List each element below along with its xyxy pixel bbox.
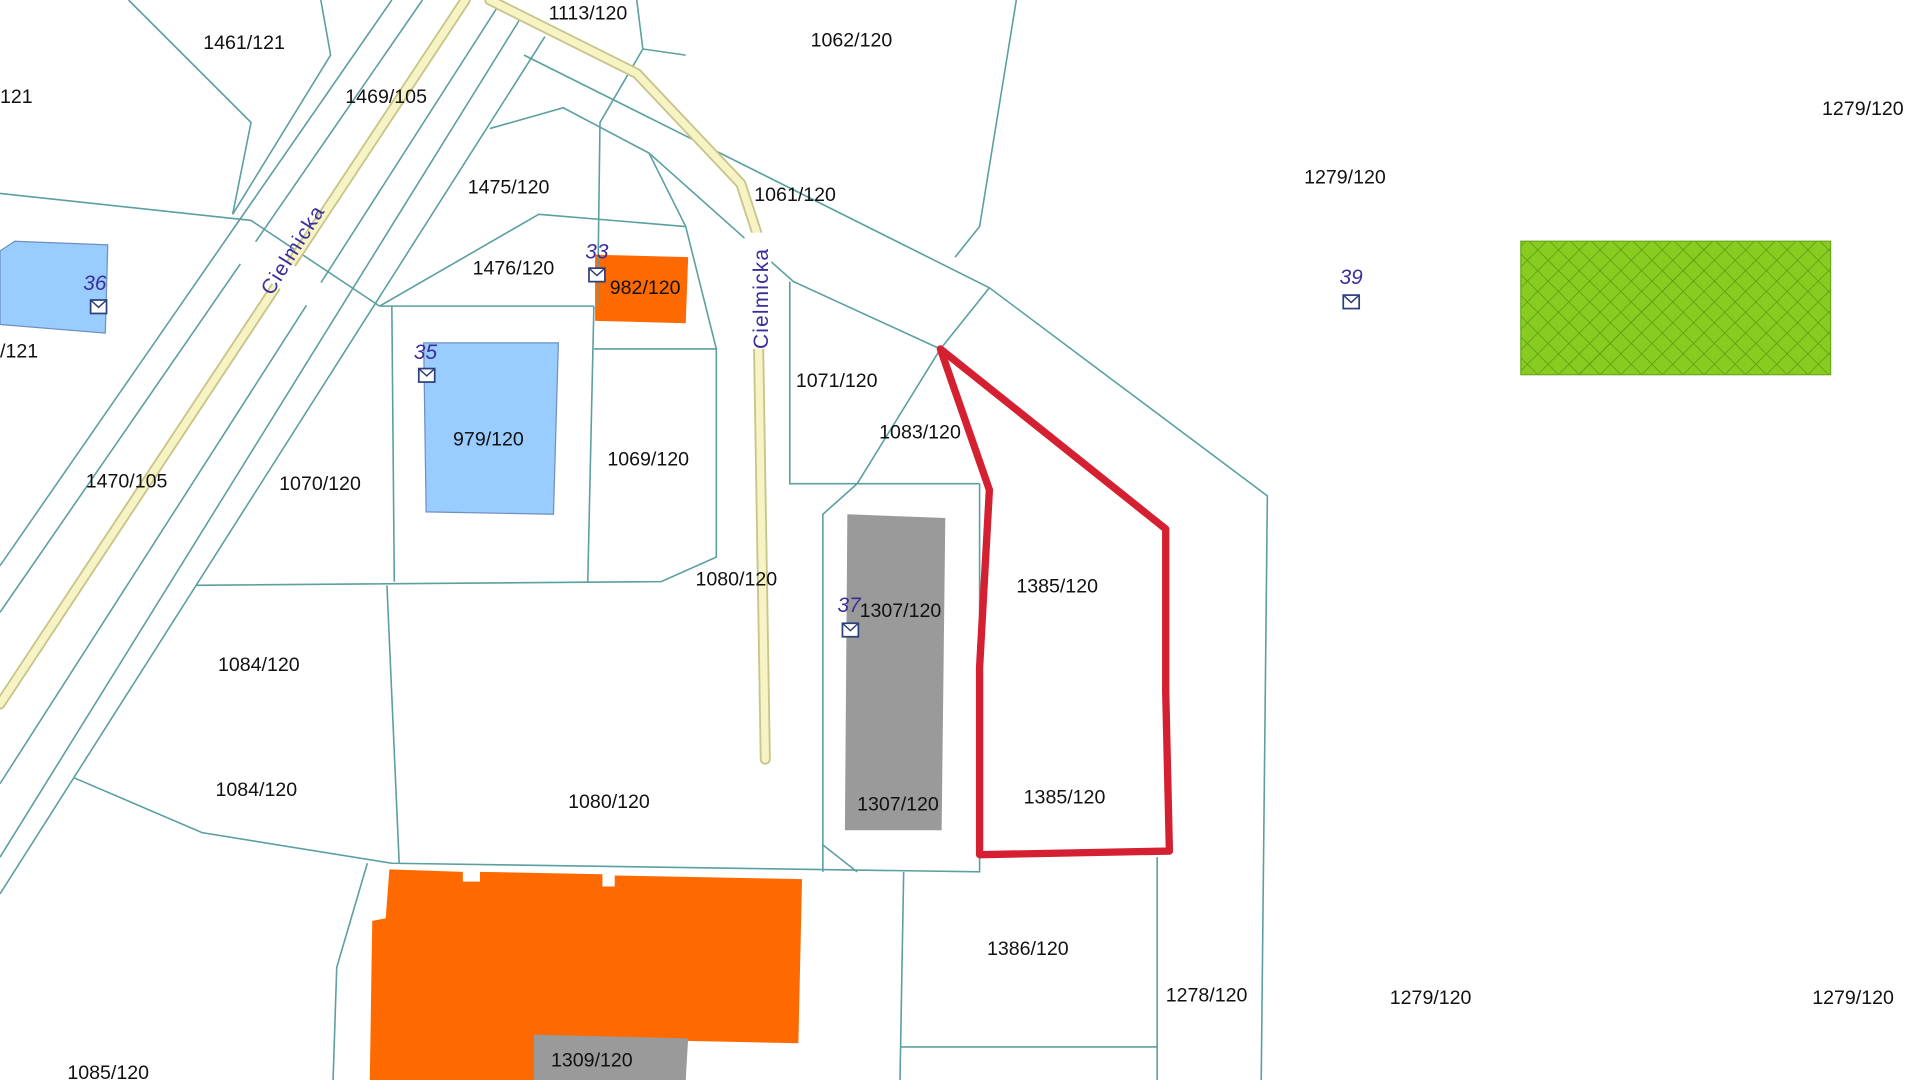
address-number[interactable]: 39 [1340,266,1364,289]
parcel-label[interactable]: 1080/120 [568,791,650,813]
parcel-label[interactable]: 1385/120 [1024,786,1106,808]
parcel-label[interactable]: 1080/120 [696,568,778,590]
parcel-label[interactable]: 1469/105 [345,86,427,108]
building-36[interactable] [0,240,109,334]
parcel-label[interactable]: 1386/120 [987,938,1069,960]
parcel-label[interactable]: 1083/120 [879,421,961,443]
building-commercial[interactable] [369,869,803,1080]
parcel-label[interactable]: 1071/120 [796,370,878,392]
parcel-label[interactable]: 1084/120 [216,779,298,801]
envelope-icon[interactable] [89,299,108,315]
address-number[interactable]: 36 [83,272,107,295]
parcel-label[interactable]: 1307/120 [860,600,942,622]
parcel-label[interactable]: 1279/120 [1822,98,1904,120]
parcel-label[interactable]: /121 [0,341,38,363]
parcel-label[interactable]: 1069/120 [607,448,689,470]
parcel-label[interactable]: 1070/120 [279,473,361,495]
street-label: Cielmicka [750,248,773,349]
green-area[interactable] [1520,240,1832,376]
envelope-icon[interactable] [1342,294,1361,310]
building-1309[interactable] [533,1034,689,1080]
parcel-label[interactable]: 1461/121 [203,32,285,54]
parcel-label[interactable]: 1307/120 [857,794,939,816]
parcel-label[interactable]: 1062/120 [811,30,893,52]
parcel-label[interactable]: 1279/120 [1304,167,1386,189]
envelope-icon[interactable] [588,267,606,283]
parcel-label[interactable]: 982/120 [610,277,681,299]
parcel-boundaries [0,0,1269,1080]
parcel-label[interactable]: 1279/120 [1812,987,1894,1009]
parcel-label[interactable]: 1061/120 [754,184,836,206]
parcel-label[interactable]: 1470/105 [86,470,168,492]
parcel-label[interactable]: 1278/120 [1166,985,1248,1007]
parcel-label[interactable]: 121 [0,86,33,108]
address-points: 36 33 35 37 39 [83,240,1364,638]
building-982[interactable] [595,254,689,324]
parcel-labels: 1461/121 1469/105 1113/120 1062/120 1279… [0,3,1904,1080]
parcel-label[interactable]: 1113/120 [549,3,628,25]
address-number[interactable]: 35 [414,341,438,364]
parcel-label[interactable]: 1084/120 [218,654,300,676]
parcel-label[interactable]: 1309/120 [551,1050,633,1072]
envelope-icon[interactable] [841,622,860,638]
building-979[interactable] [423,342,559,515]
parcel-label[interactable]: 1385/120 [1016,576,1098,598]
address-number[interactable]: 33 [585,240,609,263]
parcel-label[interactable]: 1475/120 [468,176,550,198]
parcel-label[interactable]: 1085/120 [67,1062,149,1080]
selected-parcel-outline[interactable] [936,345,1174,859]
building-1307[interactable] [844,514,946,831]
address-number[interactable]: 37 [838,594,863,617]
parcel-label[interactable]: 1476/120 [473,257,555,279]
parcel-label[interactable]: 979/120 [453,429,524,451]
envelope-icon[interactable] [417,367,436,383]
parcel-label[interactable]: 1279/120 [1390,987,1472,1009]
